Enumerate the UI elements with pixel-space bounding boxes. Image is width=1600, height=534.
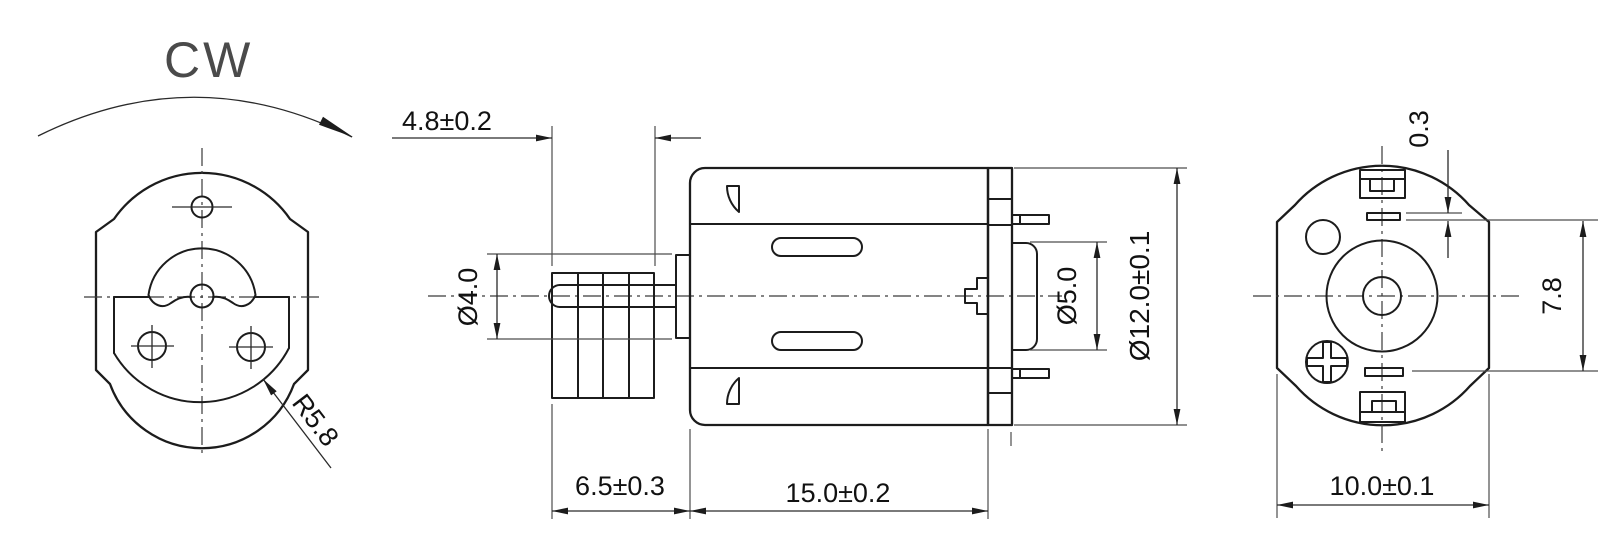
front-spring-arc bbox=[147, 247, 257, 296]
dimension-lengths: 6.5±0.3 15.0±0.2 bbox=[551, 404, 989, 519]
radius-arrowhead-icon bbox=[263, 379, 277, 396]
motor-body-outline bbox=[688, 166, 990, 427]
dimension-body-dia: Ø12.0±0.1 bbox=[1014, 167, 1187, 426]
body-upper-slot bbox=[771, 237, 863, 257]
front-view: CW bbox=[37, 32, 353, 469]
counterweight bbox=[551, 272, 655, 399]
flat-width-label: 10.0±0.1 bbox=[1330, 471, 1435, 501]
back-terminal-top bbox=[1359, 169, 1406, 221]
body-lower-slot bbox=[771, 331, 863, 351]
back-vent-hole bbox=[1305, 219, 1341, 255]
radius-dimension: R5.8 bbox=[262, 378, 345, 469]
bushing-dia-label: Ø4.0 bbox=[453, 268, 483, 327]
body-lower-tab bbox=[725, 377, 740, 405]
back-view: 0.3 7.8 10.0±0.1 bbox=[1253, 110, 1598, 518]
phillips-screw-head bbox=[1305, 340, 1349, 384]
dimension-rear-boss-dia: Ø5.0 bbox=[1030, 241, 1107, 351]
body-dia-label: Ø12.0±0.1 bbox=[1124, 231, 1155, 362]
front-outline bbox=[94, 171, 310, 450]
end-cap bbox=[986, 166, 1014, 427]
rotation-arrowhead-icon bbox=[319, 116, 353, 137]
terminal-pin-bottom bbox=[1011, 368, 1050, 379]
dimension-bushing-dia: Ø4.0 bbox=[453, 253, 672, 340]
front-spring-right-curl bbox=[212, 294, 257, 308]
back-terminal-bottom bbox=[1359, 367, 1406, 423]
terminal-pitch-label: 7.8 bbox=[1537, 277, 1567, 315]
radius-leader-line bbox=[262, 378, 332, 469]
dimension-weight-width: 4.8±0.2 bbox=[392, 106, 701, 266]
shaft bbox=[548, 284, 677, 308]
front-hole-crosshairs bbox=[131, 325, 273, 369]
rear-boss-dia-label: Ø5.0 bbox=[1052, 267, 1082, 326]
rotation-indicator: CW bbox=[37, 32, 353, 138]
dimension-terminal-thickness: 0.3 bbox=[1404, 110, 1598, 258]
front-bracket-plate bbox=[113, 296, 290, 404]
body-length-label: 15.0±0.2 bbox=[786, 478, 891, 508]
back-shaft-hole bbox=[1362, 276, 1402, 316]
back-terminal-top-tab bbox=[1366, 212, 1401, 221]
terminal-thickness-label: 0.3 bbox=[1404, 110, 1434, 148]
side-view: 4.8±0.2 Ø4.0 6.5±0.3 15.0±0.2 bbox=[392, 106, 1187, 519]
back-terminal-bottom-tab bbox=[1364, 367, 1404, 377]
rotation-label: CW bbox=[164, 32, 253, 88]
dimension-terminal-pitch: 7.8 bbox=[1412, 221, 1598, 372]
body-upper-tab bbox=[725, 185, 740, 213]
rotation-arc bbox=[37, 96, 353, 138]
back-outline bbox=[1275, 164, 1491, 427]
front-shaft-tip bbox=[189, 283, 215, 309]
front-spring-left-curl bbox=[147, 294, 192, 308]
phillips-screw-icon bbox=[1306, 341, 1348, 383]
back-bearing-boss bbox=[1325, 239, 1439, 353]
rear-boss bbox=[1012, 242, 1038, 351]
weight-length-label: 6.5±0.3 bbox=[575, 471, 665, 501]
dimension-flat-width: 10.0±0.1 bbox=[1276, 374, 1490, 518]
terminal-pin-top bbox=[1011, 214, 1050, 225]
weight-width-label: 4.8±0.2 bbox=[402, 106, 492, 136]
brush-tab bbox=[964, 277, 989, 315]
